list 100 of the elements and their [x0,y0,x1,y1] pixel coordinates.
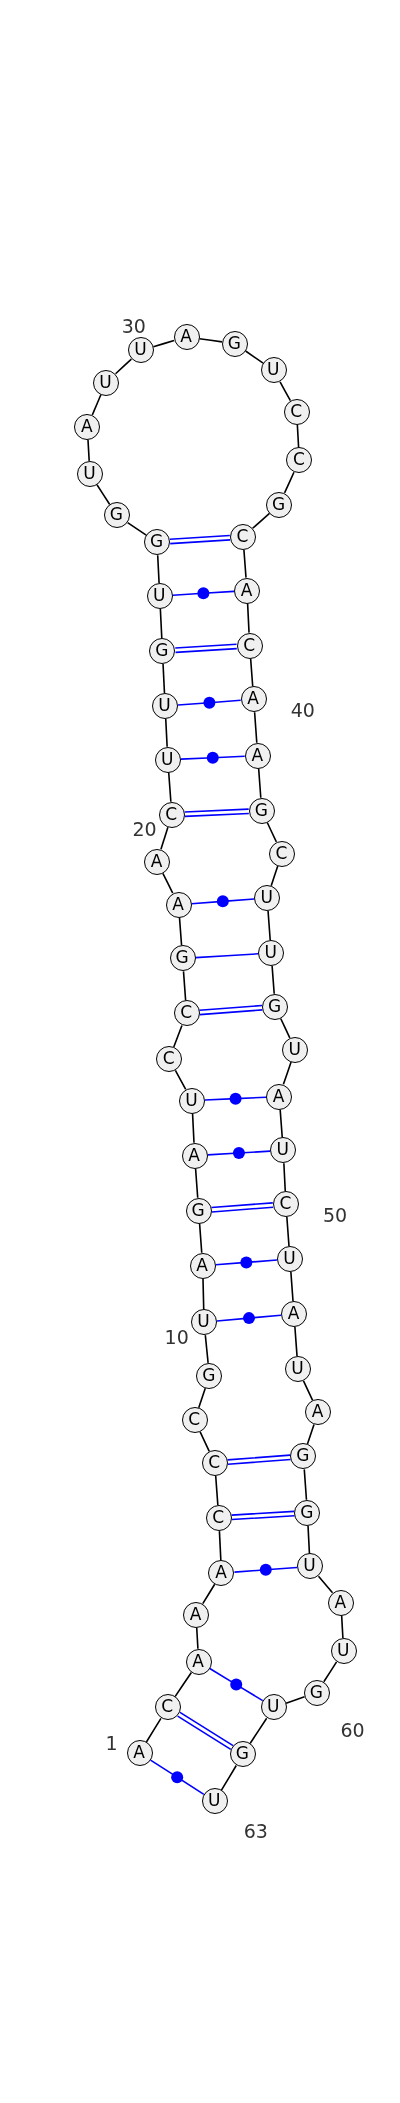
position-number: 30 [121,314,146,337]
backbone-line [282,1061,292,1086]
nucleotide-circle [196,1362,223,1389]
backbone-line [91,393,102,416]
nucleotide-circle [258,940,285,966]
backbone-line [266,821,278,843]
nucleotide-circle [276,1246,303,1273]
backbone-line [156,554,160,584]
base-letter: G [190,1198,206,1222]
nucleotide-circle [201,1450,228,1477]
base-letter: A [239,578,254,602]
position-number: 20 [132,818,157,841]
base-pair-line [171,590,235,596]
backbone-line [317,1575,334,1594]
base-letter: U [259,886,274,909]
base-letter: C [187,1408,202,1432]
nucleotide-circle [270,1137,297,1164]
nucleotide-circle [268,840,295,867]
backbone-line [198,1222,203,1254]
base-letter: A [246,687,260,711]
backbone-line [162,872,174,894]
position-number: 63 [243,1819,268,1842]
base-letter: U [207,1789,222,1813]
base-letter: A [179,324,193,348]
base-letter: U [302,1554,317,1578]
base-letter: A [333,1590,348,1614]
base-pair-line [204,1096,267,1101]
base-letter: C [211,1506,226,1530]
backbone-line [182,970,187,1002]
backbone-line [201,1583,216,1605]
base-letter: U [196,1310,211,1334]
nucleotide-circle [165,891,192,918]
backbone-line [164,718,168,748]
nucleotide-circle [248,797,275,824]
position-number: 10 [164,1325,189,1348]
base-pair-line [233,1566,298,1573]
backbone-line [290,1271,294,1302]
position-number: 1 [105,1732,118,1755]
backbone-line [174,1069,187,1091]
base-letter: A [310,1400,325,1424]
nucleotide-circle [327,1589,354,1616]
nucleotide-circle [260,357,287,384]
backbone-line [253,711,258,744]
nucleotide-circle [146,582,173,609]
position-number: 40 [290,698,315,721]
backbone-line [283,1162,287,1192]
base-pair-line [190,898,255,905]
base-pair-line [206,1150,272,1156]
nucleotide-circle [244,742,271,769]
base-pair-line [179,755,246,760]
nucleotide-circle [229,1741,256,1768]
backbone-line [204,1334,209,1364]
nucleotide-circle [154,746,181,773]
nucleotide-circle [152,693,179,720]
backbone-line [303,1468,308,1501]
base-pair-line [230,1510,296,1521]
base-letter: G [148,530,165,554]
base-letter: C [289,400,304,424]
nucleotide-circle [181,1407,208,1434]
base-letter: G [108,503,124,527]
backbone-line [279,1017,291,1039]
nucleotide-circle [260,1694,287,1721]
nucleotide-circle [178,1087,205,1114]
nucleotide-circle [189,1252,216,1279]
nucleotide-circle [144,529,171,556]
nucleotide-circle [208,1560,235,1587]
backbone-line [198,337,223,343]
base-letter: A [188,1602,203,1626]
backbone-line [340,1614,344,1639]
nucleotide-circle [280,1301,307,1328]
backbone-line [249,1717,268,1745]
base-letter: U [266,358,281,382]
base-letter: G [174,946,190,970]
base-pair-line [210,1202,274,1213]
base-letter: A [187,1143,201,1167]
nucleotide-circle [173,1000,200,1027]
nucleotide-circle [254,885,281,911]
base-letter: G [253,798,269,822]
backbone-line [172,1024,183,1048]
nucleotide-circle [205,1505,232,1532]
base-letter: U [263,941,278,964]
backbone-line [257,767,262,799]
base-letter: G [271,492,287,516]
nucleotide-circle [236,632,263,659]
base-letter: C [160,1695,175,1719]
base-pair-line [198,1004,264,1016]
nucleotide-circle [290,1443,317,1470]
nucleotide-circle [266,1083,293,1110]
base-letter: G [267,994,283,1018]
nucleotide-circle [221,330,248,357]
backbone-line [307,1524,311,1555]
nucleotide-circle [266,491,293,518]
base-letter: U [287,1037,302,1061]
backbone-line [167,771,172,803]
base-letter: A [250,743,264,767]
base-letter: C [278,1192,293,1215]
nucleotide-circle [76,460,103,487]
backbone-line [306,1423,315,1445]
base-letter: U [157,694,172,718]
backbone-line [243,549,247,579]
